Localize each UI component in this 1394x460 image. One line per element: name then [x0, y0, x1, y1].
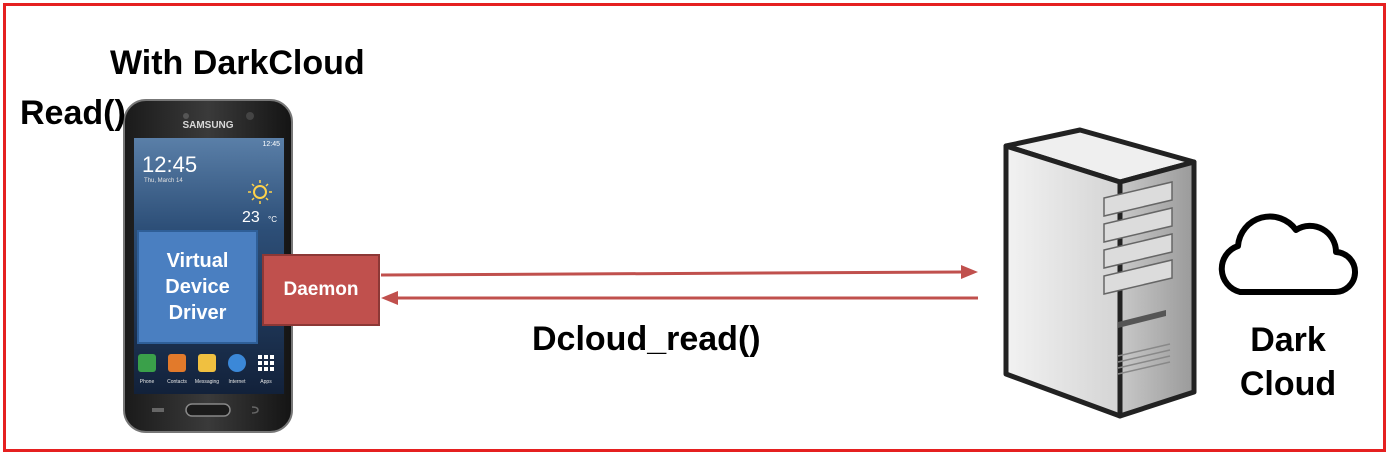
sun-icon	[248, 180, 272, 204]
dock-label-phone: Phone	[140, 379, 155, 385]
dock-label-contacts: Contacts	[167, 379, 187, 385]
server-tower-icon	[1003, 127, 1197, 419]
vdd-line-1: Virtual	[166, 250, 229, 272]
daemon-box: Daemon	[262, 254, 380, 326]
dock-label-messaging: Messaging	[195, 379, 219, 385]
cloud-label-line-1: Dark	[1250, 321, 1326, 359]
dock-label-apps: Apps	[260, 379, 272, 385]
read-call-label: Read()	[20, 94, 126, 132]
weather-temp: 23	[242, 209, 260, 226]
drive-bay-1	[1103, 181, 1173, 217]
sensor-icon	[246, 112, 254, 120]
drive-bay-2	[1103, 207, 1173, 243]
messaging-app-icon	[198, 354, 216, 372]
virtual-device-driver-box: Virtual Device Driver	[137, 230, 258, 344]
phone-app-icon	[138, 354, 156, 372]
dark-cloud-label: Dark Cloud	[1228, 318, 1348, 406]
phone-brand: SAMSUNG	[182, 120, 233, 131]
network-call-label: Dcloud_read()	[532, 320, 761, 358]
cloud-icon	[1218, 213, 1359, 296]
front-camera-icon	[183, 113, 189, 119]
status-time: 12:45	[262, 141, 280, 148]
drive-bay-4	[1103, 259, 1173, 295]
vdd-line-3: Driver	[168, 302, 227, 324]
dock-label-internet: Internet	[229, 379, 247, 385]
dock: Phone Contacts Messaging Internet Apps	[138, 354, 274, 385]
menu-key-icon	[152, 408, 164, 412]
lock-date: Thu, March 14	[144, 178, 183, 184]
disk-slot	[1118, 310, 1166, 328]
apps-grid-icon	[258, 355, 274, 371]
request-arrow-line	[380, 270, 963, 277]
diagram-frame	[3, 3, 1386, 452]
drive-bay-3	[1103, 233, 1173, 269]
home-button	[185, 403, 231, 417]
contacts-app-icon	[168, 354, 186, 372]
vdd-line-2: Device	[165, 276, 230, 298]
diagram-title: With DarkCloud	[110, 44, 365, 82]
internet-app-icon	[228, 354, 246, 372]
request-arrowhead-icon	[961, 265, 978, 279]
cloud-label-line-2: Cloud	[1239, 365, 1337, 403]
lock-time: 12:45	[142, 152, 197, 177]
weather-unit: °C	[268, 215, 277, 224]
response-arrowhead-icon	[381, 291, 398, 305]
back-key-icon	[251, 406, 259, 414]
